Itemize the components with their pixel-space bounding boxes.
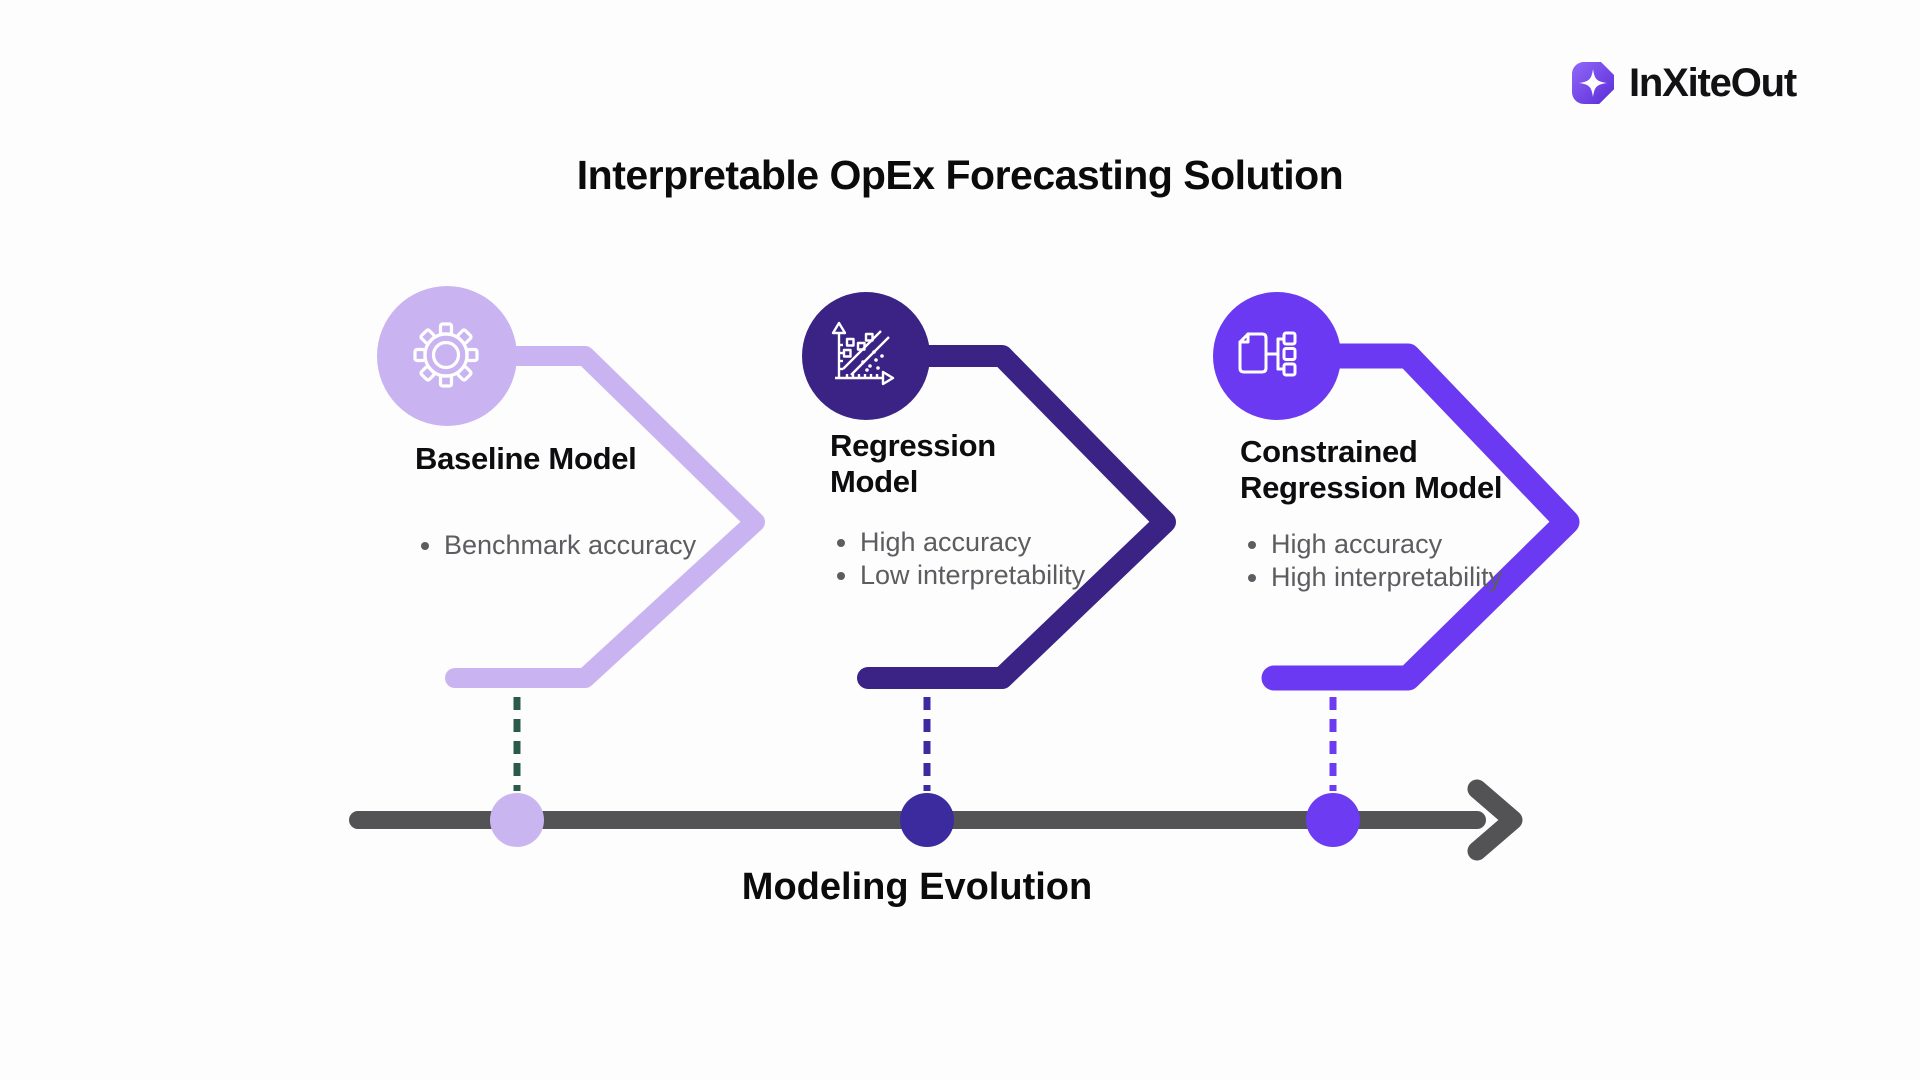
document-flow-icon (1238, 331, 1297, 377)
timeline-dot-constrained (1306, 793, 1360, 847)
stage-title-baseline: Baseline Model (415, 441, 637, 476)
stage-circle-baseline (377, 286, 517, 426)
timeline-dot-baseline (490, 793, 544, 847)
page-title: Interpretable OpEx Forecasting Solution (576, 152, 1344, 198)
stage-bullets-baseline: Benchmark accuracy (418, 530, 696, 563)
inxiteout-logo-icon (1572, 62, 1616, 106)
chevron-baseline (445, 346, 765, 688)
stage-bullets-regression: High accuracy Low interpretability (834, 527, 1085, 593)
bullet-item: High accuracy (860, 527, 1085, 558)
scatter-regression-icon (831, 321, 895, 386)
stage-bullets-constrained: High accuracy High interpretability (1245, 529, 1502, 595)
bullet-item: High interpretability (1271, 562, 1502, 593)
stage-title-regression: Regression Model (830, 428, 996, 499)
stage-title-constrained: Constrained Regression Model (1240, 434, 1503, 505)
brand-logo: InXiteOut (1570, 60, 1797, 106)
timeline-arrowhead-icon (1467, 779, 1523, 861)
chevron-constrained (1261, 343, 1580, 691)
timeline-label: Modeling Evolution (741, 866, 1093, 908)
brand-name: InXiteOut (1629, 60, 1797, 105)
bullet-item: Benchmark accuracy (444, 530, 696, 561)
gear-icon (413, 322, 479, 388)
bullet-item: Low interpretability (860, 560, 1085, 591)
stage-circle-regression (802, 292, 930, 420)
bullet-item: High accuracy (1271, 529, 1502, 560)
chevron-regression (857, 345, 1176, 689)
timeline-dot-regression (900, 793, 954, 847)
